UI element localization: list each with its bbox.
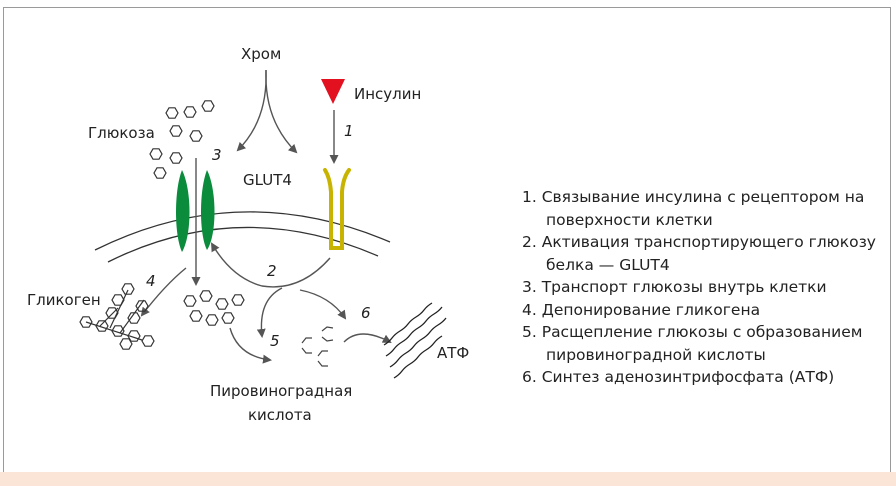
arrow-chrome-left — [236, 69, 267, 152]
glycogen-chain — [79, 283, 155, 350]
label-chrome: Хром — [241, 45, 281, 63]
step-number-1: 1 — [344, 122, 354, 140]
cell-membrane-inner — [107, 226, 379, 263]
arrow-activate-glut4 — [210, 242, 331, 288]
step-number-4: 4 — [146, 272, 156, 290]
legend-item-1: 1. Связывание инсулина с рецептором на п… — [522, 188, 865, 229]
arrow-chrome-right — [265, 69, 298, 154]
legend-item-3: 3. Транспорт глюкозы внутрь клетки — [522, 278, 827, 296]
arrow-to-atp-step — [299, 289, 347, 320]
legend-item-5: 5. Расщепление глюкозы с образованием пи… — [522, 323, 863, 364]
step-number-6: 6 — [361, 304, 371, 322]
legend-item-6: 6. Синтез аденозинтрифосфата (АТФ) — [522, 368, 835, 386]
footer-band — [0, 472, 896, 486]
label-glycogen: Гликоген — [27, 291, 101, 309]
glucose-molecules-outside — [149, 100, 215, 179]
cell-membrane-outer — [94, 211, 391, 251]
label-insulin: Инсулин — [354, 85, 421, 103]
label-pyruvic-line2: кислота — [248, 406, 312, 424]
step-number-5: 5 — [270, 332, 280, 350]
step-number-2: 2 — [267, 262, 277, 280]
insulin-receptor — [323, 168, 351, 250]
label-atp: АТФ — [437, 344, 469, 362]
glut4-transporter-left — [176, 170, 190, 252]
legend-list: 1. Связывание инсулина с рецептором на п… — [522, 186, 882, 389]
arrow-pyruvate-to-atp — [343, 333, 392, 343]
pyruvate-fragments — [301, 326, 334, 367]
label-glucose: Глюкоза — [88, 124, 155, 142]
atp-wavy-lines — [383, 302, 447, 379]
glucose-molecules-inside — [183, 290, 245, 326]
arrow-glucose-to-pyruvate — [229, 327, 272, 364]
figure-frame — [3, 7, 891, 473]
insulin-icon — [321, 79, 345, 104]
legend-item-4: 4. Депонирование гликогена — [522, 300, 761, 319]
step-number-3: 3 — [212, 146, 222, 164]
label-pyruvic-line1: Пировиноградная — [210, 382, 352, 400]
arrow-to-pyruvate-split — [256, 287, 283, 338]
legend-item-2: 2. Активация транспортирующего глюкозу б… — [522, 233, 876, 274]
glut4-transporter-right — [201, 170, 215, 250]
label-glut4: GLUT4 — [243, 171, 292, 189]
